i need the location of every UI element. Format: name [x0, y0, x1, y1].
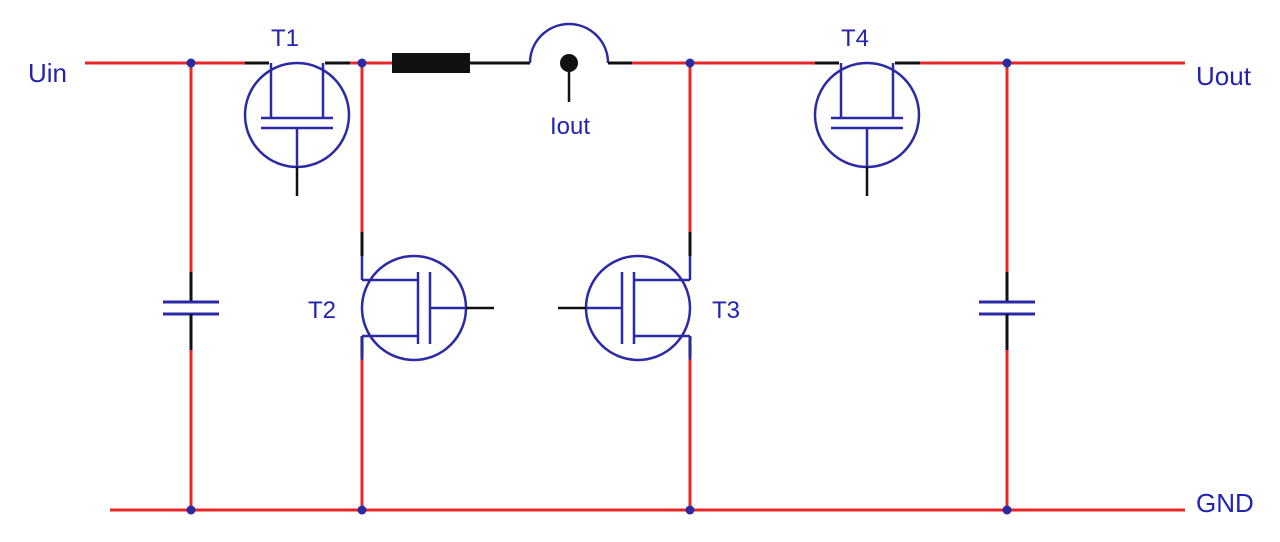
- transistor-t4-symbol: [813, 61, 921, 196]
- junction-dot: [186, 505, 196, 515]
- junction-dot: [357, 58, 367, 68]
- uout-label: Uout: [1196, 61, 1252, 91]
- junction-dot: [1002, 58, 1012, 68]
- current-sense-symbol: [528, 22, 632, 102]
- transistor-t1-symbol: [243, 61, 351, 196]
- gnd-label: GND: [1196, 488, 1254, 518]
- transistor-t3-symbol: [558, 232, 692, 362]
- junction-dot: [685, 58, 695, 68]
- junction-dot: [685, 505, 695, 515]
- junction-dot: [1002, 505, 1012, 515]
- inductor-symbol: [392, 53, 530, 73]
- input-capacitor-symbol: [163, 272, 219, 350]
- junction-dot: [186, 58, 196, 68]
- t3-label: T3: [712, 297, 740, 324]
- junctions: [186, 58, 1012, 515]
- output-capacitor-symbol: [979, 272, 1035, 350]
- labels: Uin Uout GND Iout T1 T2 T3 T4: [28, 25, 1254, 518]
- junction-dot: [357, 505, 367, 515]
- t1-label: T1: [271, 25, 299, 52]
- t4-label: T4: [841, 25, 869, 52]
- transistor-t2-symbol: [360, 232, 494, 362]
- uin-label: Uin: [28, 58, 67, 88]
- t2-label: T2: [308, 297, 336, 324]
- iout-label: Iout: [550, 113, 590, 140]
